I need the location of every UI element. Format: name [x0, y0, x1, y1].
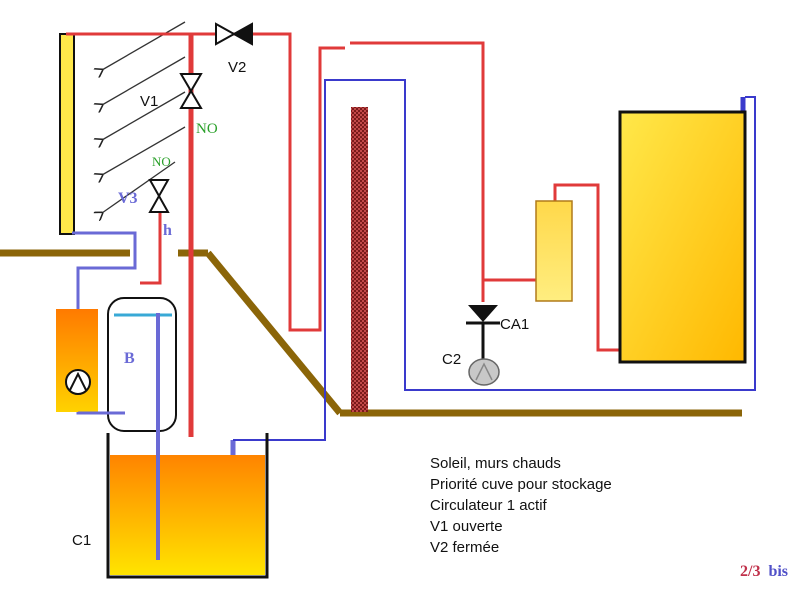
pump-icon[interactable]	[65, 369, 91, 395]
label-c2: C2	[442, 351, 461, 368]
label-v1: V1	[140, 93, 158, 110]
label-h: h	[163, 222, 172, 239]
storage-tank	[618, 110, 747, 364]
description: Soleil, murs chauds Priorité cuve pour s…	[430, 455, 612, 556]
arrow-icon	[102, 126, 186, 175]
valve-icon[interactable]	[179, 73, 203, 109]
description-line: Priorité cuve pour stockage	[430, 476, 612, 493]
label-v2: V2	[228, 59, 246, 76]
heater-ca1	[535, 200, 573, 302]
page-suffix: bis	[768, 563, 788, 580]
arrow-icon	[102, 161, 176, 213]
label-b: B	[124, 350, 135, 367]
arrow-icon	[102, 91, 186, 140]
auxiliary-heater	[56, 309, 98, 412]
description-line: Soleil, murs chauds	[430, 455, 561, 472]
tank-c1	[106, 433, 269, 579]
label-c1: C1	[72, 532, 91, 549]
arrow-icon	[102, 56, 186, 105]
sun-rays	[102, 21, 186, 213]
description-line: Circulateur 1 actif	[430, 497, 548, 514]
check-valve-icon[interactable]	[466, 305, 500, 360]
ground	[0, 249, 742, 417]
arrow-icon	[102, 21, 186, 70]
page-number: 2/3	[740, 563, 760, 580]
label-ca1: CA1	[500, 316, 529, 333]
solar-collector	[59, 33, 75, 235]
pump-icon[interactable]	[468, 358, 500, 386]
label-no-v3: NO	[152, 154, 171, 169]
tank-b	[107, 297, 177, 432]
description-line: V1 ouverte	[430, 518, 503, 535]
valve-icon[interactable]	[215, 22, 253, 46]
label-no-v1: NO	[196, 121, 218, 137]
page-indicator: 2/3 bis	[740, 563, 788, 580]
thermal-wall	[351, 107, 368, 412]
label-v3: V3	[118, 190, 138, 207]
description-line: V2 fermée	[430, 539, 499, 556]
valve-icon[interactable]	[148, 179, 170, 213]
